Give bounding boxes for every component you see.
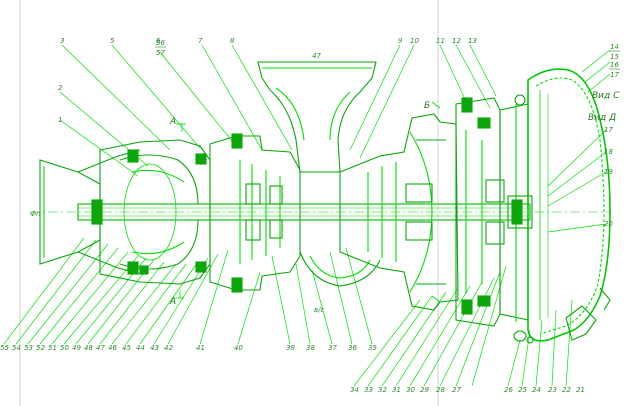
part-label: 40 (234, 344, 243, 352)
part-label: 54 (12, 344, 21, 352)
part-label: 21 (576, 386, 585, 394)
part-label: 25 (518, 386, 527, 394)
fraction-numerator: 14 (610, 43, 619, 51)
bottom-leader-lines (3, 237, 573, 387)
part-label: 32 (378, 386, 387, 394)
view-d-label: Вид Д (588, 113, 616, 123)
part-label: 45 (122, 344, 131, 352)
dome-cover (527, 68, 611, 342)
bottom-part-labels: 55 54 53 52 51 50 49 48 47 46 45 44 43 4… (0, 344, 585, 394)
part-label: 7 (198, 37, 203, 45)
part-label: 42 (164, 344, 173, 352)
part-label: 38 (306, 344, 315, 352)
part-label: 20 (604, 220, 613, 228)
part-label: 2 (58, 84, 63, 92)
part-label: 55 (0, 344, 9, 352)
view-c-label: Вид С (592, 91, 620, 101)
part-label: 44 (136, 344, 145, 352)
part-label: 31 (392, 386, 401, 394)
part-label: 27 (452, 386, 461, 394)
part-label: 41 (196, 344, 205, 352)
part-label: 30 (406, 386, 415, 394)
part-label: 51 (48, 344, 57, 352)
part-label: 29 (420, 386, 429, 394)
part-label: 28 (436, 386, 445, 394)
top-part-labels: 1 2 3 5 6 7 8 9 10 11 12 13 (58, 37, 477, 124)
fraction-denominator: 57 (156, 49, 165, 57)
part-label: 24 (532, 386, 541, 394)
part-label: 11 (436, 37, 445, 45)
part-label: 50 (60, 344, 69, 352)
part-label: 22 (562, 386, 571, 394)
drain-spout (565, 305, 597, 341)
part-label: 53 (24, 344, 33, 352)
part-label: 39 (286, 344, 295, 352)
part-label: 3 (60, 37, 64, 45)
second-stage-casing (339, 113, 459, 311)
part-label: 1 (58, 116, 62, 124)
part-label: 43 (150, 344, 159, 352)
middle-casing (209, 135, 301, 291)
part-label: 8 (230, 37, 235, 45)
shaft (77, 203, 531, 221)
part-label: 5 (110, 37, 115, 45)
section-markers (174, 101, 441, 303)
section-b: Б (424, 101, 430, 111)
part-label: 49 (72, 344, 81, 352)
part-label: 19 (604, 168, 613, 176)
axis-mark: Фп (30, 210, 41, 218)
part-label: 33 (364, 386, 373, 394)
section-a-top: A (169, 117, 176, 127)
part-label: 26 (504, 386, 513, 394)
right-part-labels: 17 18 19 20 (604, 126, 613, 228)
fraction-numerator: 56 (156, 39, 165, 47)
top-nozzle (257, 61, 377, 173)
part-label: 34 (350, 386, 359, 394)
part-label: 10 (410, 37, 419, 45)
part-label: 36 (348, 344, 357, 352)
part-label: 46 (108, 344, 117, 352)
fraction-numerator: 16 (610, 61, 619, 69)
part-label: 17 (604, 126, 613, 134)
part-label: 12 (452, 37, 461, 45)
part-label: 48 (84, 344, 93, 352)
part-label: 13 (468, 37, 477, 45)
fraction-denominator: 15 (610, 53, 619, 61)
part-label: 23 (548, 386, 557, 394)
inlet-label: 47 (312, 52, 321, 60)
part-label: 47 (96, 344, 105, 352)
bottom-mark: в/с (314, 306, 324, 314)
part-label: 18 (604, 148, 613, 156)
part-label: 9 (398, 37, 403, 45)
volute-lower (299, 251, 381, 287)
part-label: 52 (36, 344, 45, 352)
section-a-bottom: A (169, 297, 176, 307)
pump-assembly (30, 61, 611, 344)
part-label: 6 (156, 37, 161, 45)
top-leader-lines (59, 44, 611, 233)
fraction-labels: 56 57 14 15 16 17 (155, 39, 620, 79)
part-label: 35 (368, 344, 377, 352)
part-label: 37 (328, 344, 337, 352)
fraction-denominator: 17 (610, 71, 619, 79)
